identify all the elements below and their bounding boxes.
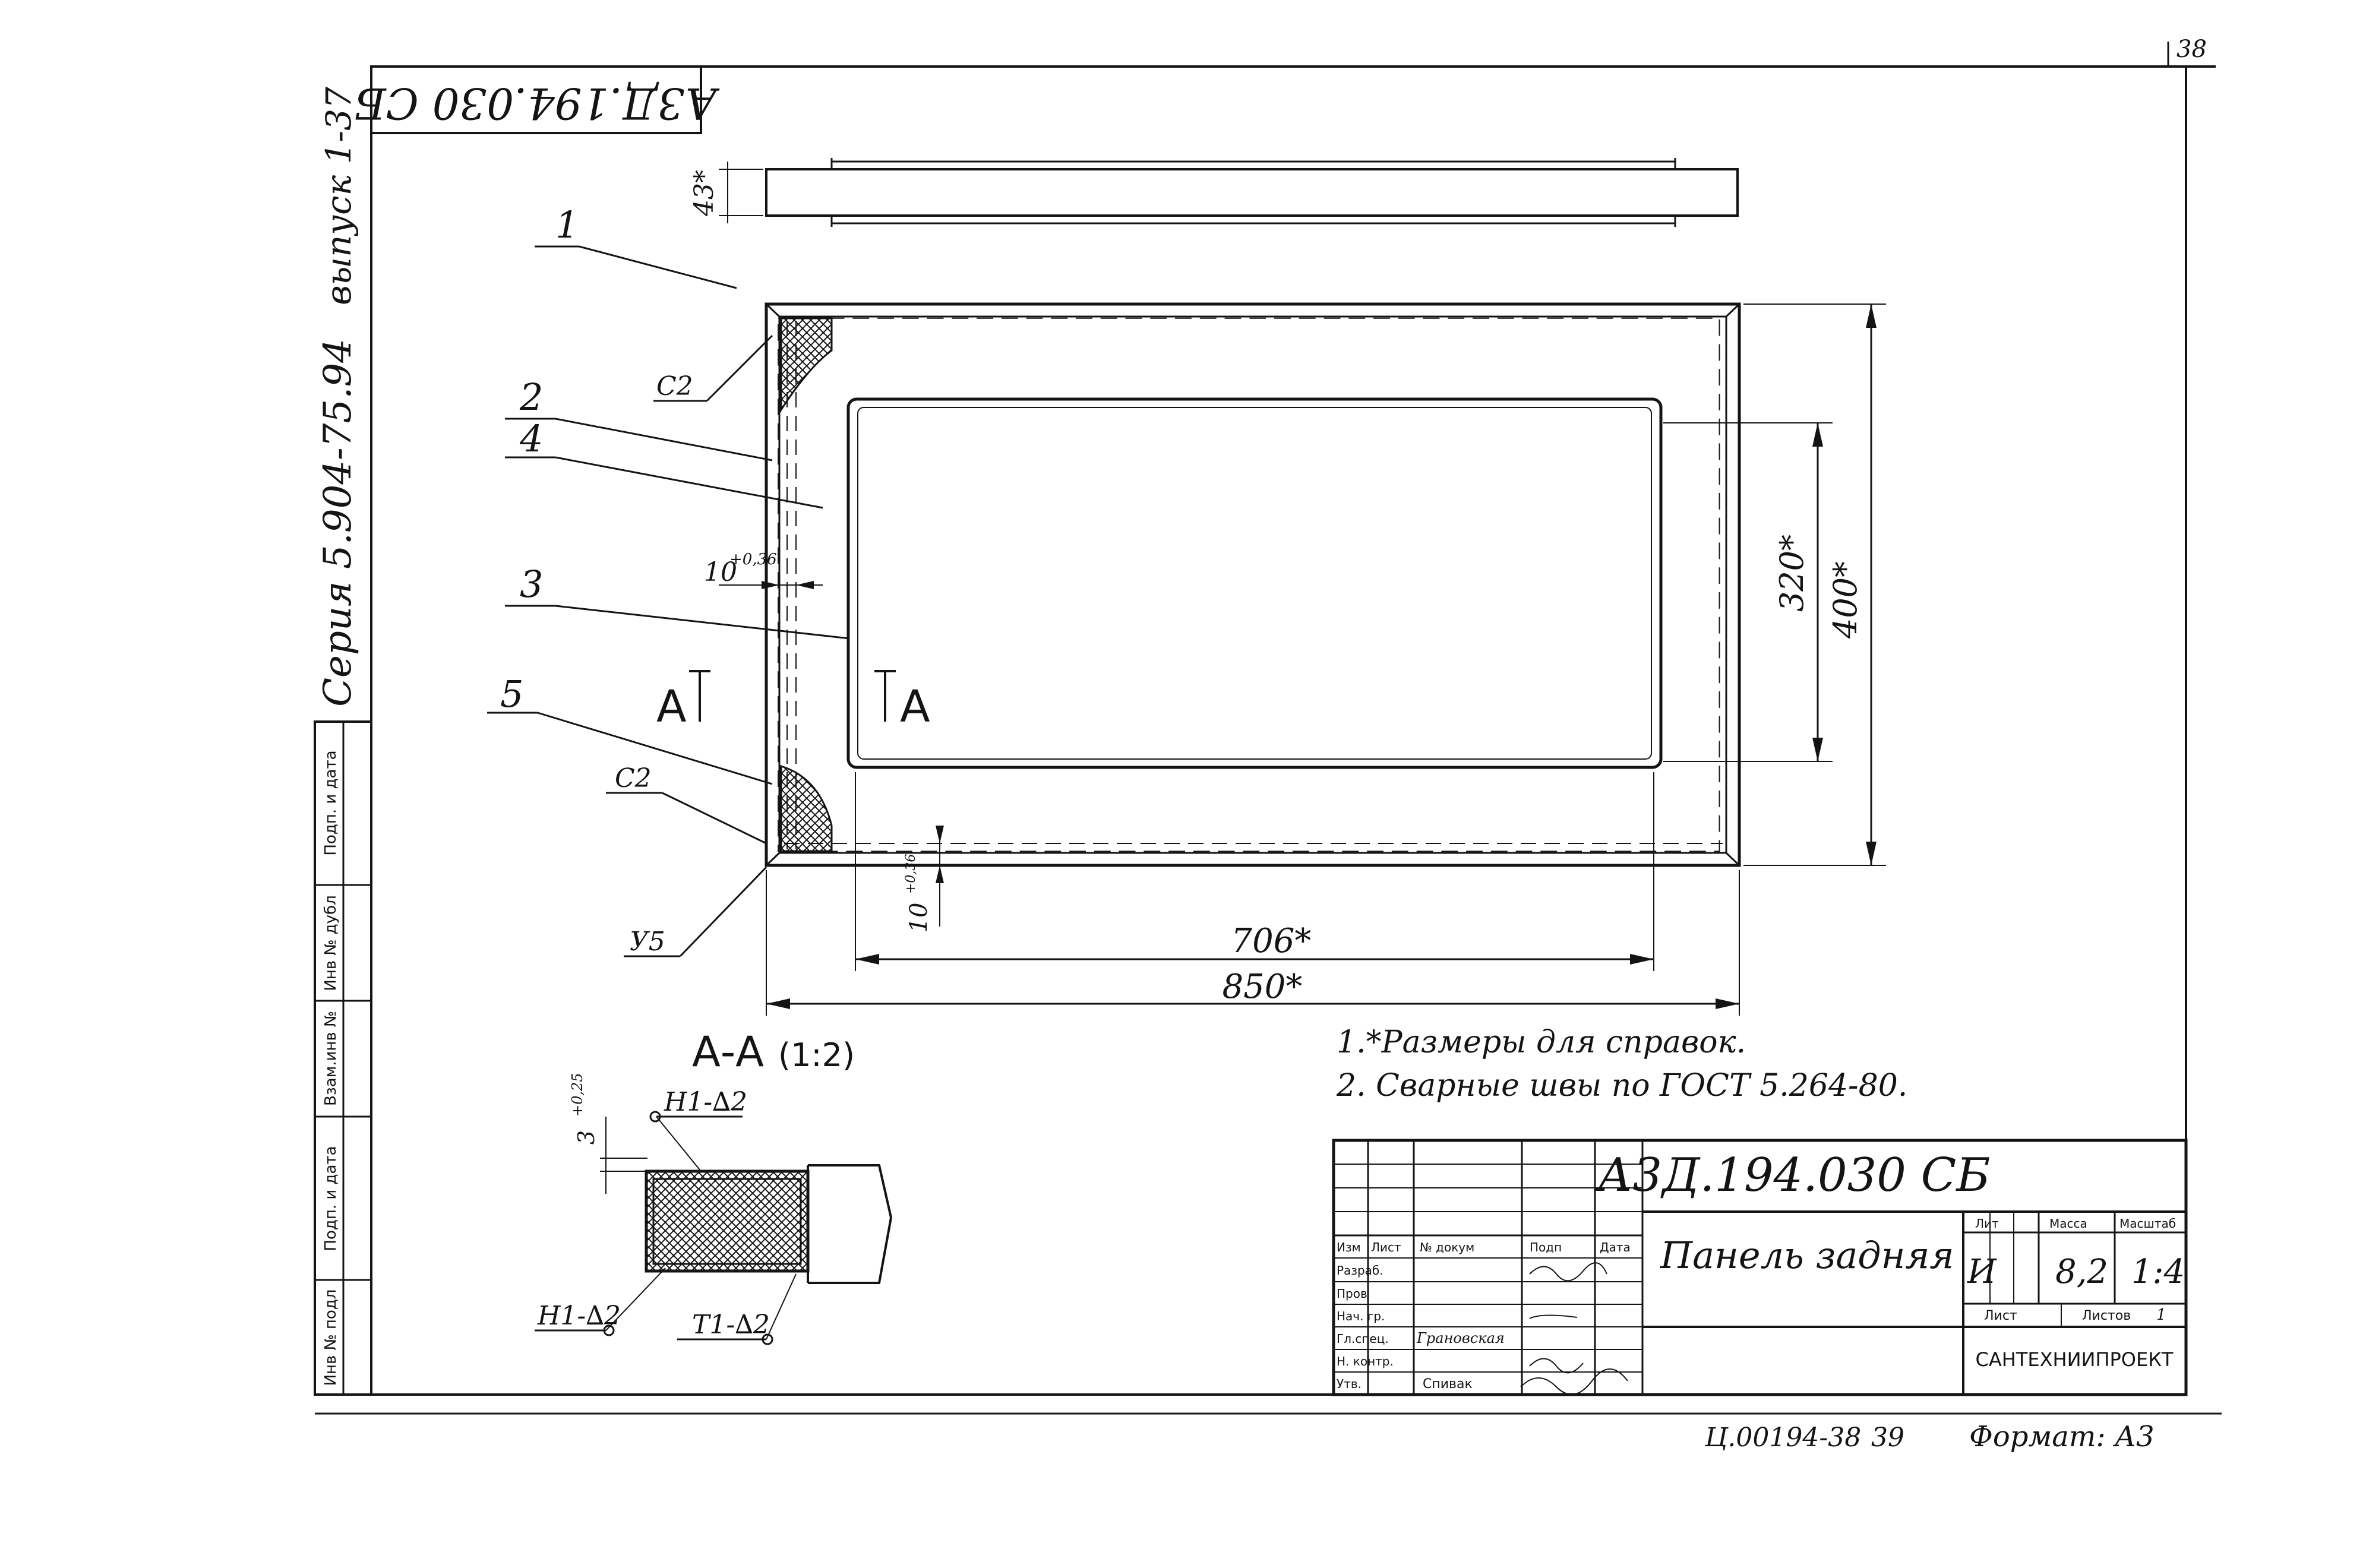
section-cut-marks (689, 670, 896, 722)
section-title: А-А (692, 1028, 764, 1076)
issue-label: выпуск 1-37 (318, 87, 359, 305)
dim-height-inner-line (1663, 422, 1833, 762)
scale-label: Масштаб (2119, 1216, 2176, 1231)
dim-gap-side-line (719, 581, 823, 589)
title-code: А3Д.194.030 СБ (1594, 1149, 1990, 1202)
panel-front-view (765, 302, 1741, 867)
doc-code-stamp: А3Д.194.030 СБ (355, 65, 720, 134)
title-block (1332, 1139, 2188, 1396)
weld-mark-right: Т1-∆2 (692, 1310, 770, 1340)
note-1: 1.*Размеры для справок. (1337, 1025, 1746, 1060)
role-label: Утв. (1337, 1377, 1362, 1391)
side-stamp-cell: Инв № дубл (322, 895, 340, 991)
role-label: Гл.спец. (1337, 1332, 1389, 1346)
mass-value: 8,2 (2055, 1253, 2108, 1291)
sheet-label: Лист (1984, 1308, 2017, 1323)
series-label: Серия 5.904-75.94 (316, 339, 360, 707)
dim-height-overall: 400* (1827, 561, 1864, 639)
section-mark-right: А (900, 681, 930, 732)
weld-mark-y5: У5 (630, 927, 665, 957)
weld-mark-c2-bottom: С2 (615, 763, 652, 794)
position-leaders (487, 245, 850, 785)
note-2: 2. Сварные швы по ГОСТ 5.264-80. (1336, 1068, 1907, 1104)
signature-scribbles (1520, 1262, 1628, 1395)
org-name: САНТЕХНИИПРОЕКТ (1976, 1348, 2174, 1371)
section-dim-tol: +0,25 (569, 1073, 586, 1117)
position-label: 3 (520, 562, 543, 606)
lit-label: Лит (1975, 1216, 1999, 1231)
role-label: Н. контр. (1337, 1354, 1394, 1368)
dim-gap-bottom-tol: +0,36 (904, 854, 918, 894)
side-stamp-cell: Инв № подл (322, 1289, 340, 1386)
dim-width-inner: 706* (1231, 922, 1312, 960)
section-view (535, 1111, 893, 1345)
hdr-date: Дата (1600, 1240, 1631, 1254)
dim-gap-bottom-line (936, 826, 944, 927)
footer-num: 39 (1871, 1422, 1904, 1453)
weld-mark-left: Н1-∆2 (537, 1301, 621, 1331)
lit-value: И (1967, 1253, 1997, 1291)
role-name: Грановская (1416, 1330, 1505, 1346)
section-dim: 3 (573, 1130, 599, 1145)
dim-thickness: 43* (689, 170, 719, 217)
sheets-label: Листов (2082, 1308, 2131, 1323)
dim-width-inner-line (855, 772, 1654, 971)
dim-width-overall-line (766, 870, 1740, 1016)
doc-code-rotated: А3Д.194.030 СБ (355, 78, 720, 128)
footer-format: Формат: А3 (1969, 1420, 2155, 1453)
side-stamp-cell: Подп. и дата (322, 750, 340, 855)
side-stamp-cell: Подп. и дата (322, 1146, 340, 1251)
dim-gap-side-tol: +0,36 (729, 551, 777, 568)
side-stamp (314, 720, 372, 1396)
section-scale: (1:2) (778, 1036, 855, 1074)
sheets-value: 1 (2156, 1306, 2166, 1324)
dim-height-inner: 320* (1773, 535, 1811, 612)
title-name: Панель задняя (1660, 1234, 1954, 1277)
position-label: 1 (555, 203, 579, 246)
role-label: Разраб. (1337, 1263, 1383, 1278)
footer-archive: Ц.00194-38 (1704, 1422, 1861, 1453)
role-name: Спивак (1423, 1377, 1473, 1392)
weld-mark-c2-top: С2 (656, 371, 693, 402)
role-label: Пров (1337, 1286, 1367, 1301)
position-label: 5 (500, 672, 523, 716)
hdr-list: Лист (1371, 1240, 1401, 1254)
hdr-doc: № докум (1420, 1240, 1474, 1254)
dim-width-overall: 850* (1223, 968, 1303, 1006)
role-label: Нач. гр. (1337, 1309, 1385, 1323)
mass-label: Масса (2049, 1216, 2087, 1231)
position-label: 2 (519, 375, 543, 419)
scale-value: 1:4 (2131, 1253, 2185, 1291)
page-number: 38 (2177, 36, 2207, 63)
dim-height-overall-line (1743, 304, 1886, 866)
hdr-izm: Изм (1337, 1240, 1361, 1254)
weld-mark-top: Н1-∆2 (664, 1087, 747, 1117)
side-stamp-cell: Взам.инв № (322, 1011, 340, 1106)
sheet-frame (315, 42, 2222, 1415)
dim-gap-bottom: 10 (905, 903, 933, 933)
weld-leaders (606, 334, 773, 957)
section-mark-left: А (656, 681, 687, 732)
dim-gap-side: 10 (704, 557, 737, 587)
hdr-sign: Подп (1530, 1240, 1562, 1254)
panel-edge-view (719, 158, 1739, 227)
position-label: 4 (519, 417, 543, 460)
